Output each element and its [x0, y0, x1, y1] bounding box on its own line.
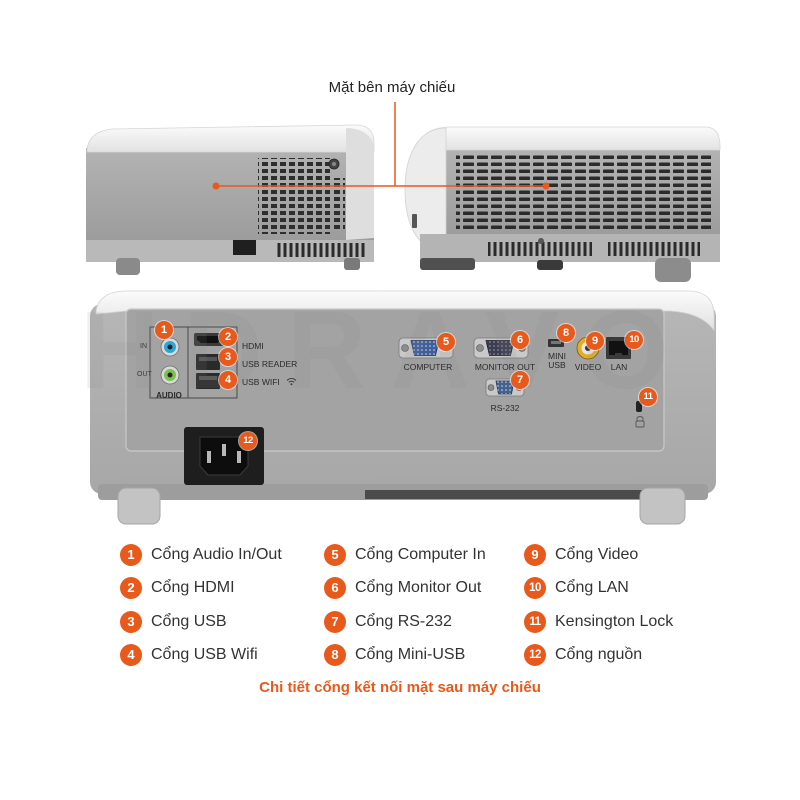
mini-usb-port [548, 339, 564, 347]
left-side-view [86, 124, 375, 275]
legend-number: 10 [524, 577, 546, 599]
vent-grille [258, 158, 330, 234]
mini-usb-label-line2: USB [548, 360, 566, 370]
legend-label: Cổng Video [555, 546, 639, 563]
legend-number: 7 [324, 611, 346, 633]
usb-wifi-port [196, 373, 220, 389]
hdmi-label: HDMI [242, 341, 264, 351]
wifi-icon [286, 377, 297, 386]
port-badge-8: 8 [557, 324, 575, 342]
legend-item-6: 6 Cổng Monitor Out [324, 577, 481, 599]
foot [117, 487, 161, 525]
legend-label: Cổng Computer In [355, 546, 486, 563]
monitor-out-label: MONITOR OUT [474, 362, 536, 372]
port-badge-4: 4 [219, 371, 237, 389]
kensington-lock-icon [635, 416, 645, 428]
lan-port [606, 337, 631, 359]
usb-reader-port [196, 354, 220, 370]
legend-label: Cổng nguồn [555, 646, 643, 663]
usb-reader-label: USB READER [242, 359, 298, 369]
port-badge-2: 2 [219, 328, 237, 346]
legend-label: Cổng HDMI [151, 579, 235, 596]
legend-label: Cổng LAN [555, 579, 629, 596]
legend-number: 1 [120, 544, 142, 566]
foot [344, 258, 360, 270]
legend-item-4: 4 Cổng USB Wifi [120, 644, 258, 666]
port-badge-12: 12 [239, 432, 257, 450]
legend-item-10: 10 Cổng LAN [524, 577, 629, 599]
audio-in-label: IN [140, 343, 147, 350]
legend-number: 2 [120, 577, 142, 599]
legend-item-3: 3 Cổng USB [120, 611, 227, 633]
computer-label: COMPUTER [403, 362, 453, 372]
audio-in-jack [160, 337, 180, 357]
foot [420, 258, 475, 270]
legend-number: 11 [524, 611, 546, 633]
legend-label: Cổng Audio In/Out [151, 546, 282, 563]
legend-number: 12 [524, 644, 546, 666]
legend-label: Cổng RS-232 [355, 613, 452, 630]
right-side-view [404, 126, 721, 282]
legend-number: 3 [120, 611, 142, 633]
foot [537, 260, 563, 270]
rs232-port [485, 378, 525, 397]
usb-wifi-label: USB WIFI [242, 377, 280, 387]
port-badge-11: 11 [639, 388, 657, 406]
port-badge-5: 5 [437, 333, 455, 351]
port-badge-1: 1 [155, 321, 173, 339]
legend-item-1: 1 Cổng Audio In/Out [120, 544, 282, 566]
legend-label: Cổng USB [151, 613, 227, 630]
audio-out-label: OUT [137, 371, 152, 378]
port-badge-10: 10 [625, 331, 643, 349]
hdmi-port [194, 333, 224, 346]
audio-out-jack [160, 365, 180, 385]
legend-item-8: 8 Cổng Mini-USB [324, 644, 465, 666]
legend-number: 4 [120, 644, 142, 666]
legend-label: Kensington Lock [555, 613, 674, 630]
legend-item-2: 2 Cổng HDMI [120, 577, 235, 599]
legend-item-12: 12 Cổng nguồn [524, 644, 642, 666]
legend-label: Cổng USB Wifi [151, 646, 258, 663]
lan-label: LAN [610, 362, 628, 372]
legend-label: Cổng Mini-USB [355, 646, 466, 663]
rs232-label: RS-232 [490, 403, 520, 413]
side-callout-lines [212, 102, 550, 190]
foot [116, 258, 140, 275]
vent-grille [456, 155, 711, 230]
legend-item-7: 7 Cổng RS-232 [324, 611, 452, 633]
legend-number: 9 [524, 544, 546, 566]
side-view-label: Mặt bên máy chiếu [328, 79, 456, 96]
rear-view [90, 290, 716, 525]
legend-label: Cổng Monitor Out [355, 579, 482, 596]
caption: Chi tiết cổng kết nối mặt sau máy chiếu [259, 679, 541, 696]
io-panel [125, 308, 665, 452]
port-badge-7: 7 [511, 371, 529, 389]
audio-label: AUDIO [156, 391, 182, 400]
port-badge-6: 6 [511, 331, 529, 349]
legend-number: 6 [324, 577, 346, 599]
video-label: VIDEO [574, 362, 602, 372]
kensington-slot [636, 401, 642, 412]
legend-item-5: 5 Cổng Computer In [324, 544, 486, 566]
foot [639, 487, 686, 525]
port-frame [149, 326, 238, 399]
legend-number: 8 [324, 644, 346, 666]
mini-usb-label-line1: MINI [548, 351, 566, 361]
legend-item-9: 9 Cổng Video [524, 544, 638, 566]
legend-number: 5 [324, 544, 346, 566]
legend-item-11: 11 Kensington Lock [524, 611, 673, 633]
port-badge-3: 3 [219, 348, 237, 366]
foot [655, 258, 691, 282]
port-badge-9: 9 [586, 332, 604, 350]
